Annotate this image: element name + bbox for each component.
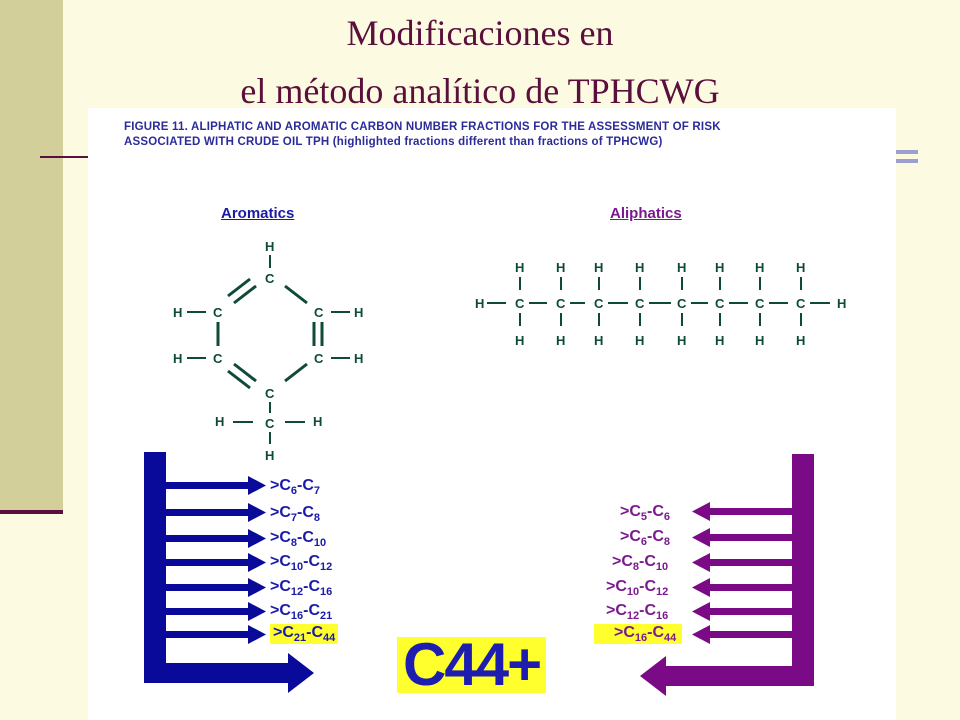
- svg-text:H: H: [635, 260, 644, 275]
- aliphatic-fraction-4: >C10-C12: [606, 578, 669, 599]
- aromatic-structure: H C C C C C C H H H H: [173, 239, 363, 463]
- svg-text:H: H: [715, 260, 724, 275]
- aromatic-fraction-1: >C6-C7: [270, 477, 321, 498]
- aromatics-heading: Aromatics: [221, 205, 295, 222]
- svg-text:H: H: [215, 414, 224, 429]
- svg-text:H: H: [475, 296, 484, 311]
- svg-text:H: H: [594, 333, 603, 348]
- aliphatic-fraction-3: >C8-C10: [612, 553, 669, 574]
- slide-title-line-1: Modificaciones en: [346, 13, 614, 53]
- slide-title-line-2: el método analítico de TPHCWG: [240, 71, 720, 111]
- figure-caption-line-2: ASSOCIATED WITH CRUDE OIL TPH (highlight…: [124, 136, 663, 148]
- svg-text:C: C: [314, 305, 324, 320]
- svg-text:H: H: [677, 333, 686, 348]
- aliphatic-fraction-6-highlighted: >C16-C44: [594, 624, 683, 645]
- svg-text:C: C: [677, 296, 687, 311]
- svg-text:H: H: [796, 333, 805, 348]
- svg-text:C: C: [556, 296, 566, 311]
- svg-text:C: C: [265, 271, 275, 286]
- slide-sidebar-bar: [0, 0, 63, 512]
- svg-text:C: C: [213, 351, 223, 366]
- svg-text:H: H: [173, 305, 182, 320]
- svg-text:C: C: [265, 416, 275, 431]
- aliphatic-arrows: [640, 454, 814, 696]
- svg-text:H: H: [755, 260, 764, 275]
- aromatic-fraction-4: >C10-C12: [270, 553, 333, 574]
- structures-and-arrows: H C C C C C C H H H H: [144, 239, 846, 696]
- svg-text:H: H: [755, 333, 764, 348]
- svg-text:H: H: [354, 351, 363, 366]
- aromatic-fraction-5: >C12-C16: [270, 578, 333, 599]
- svg-text:H: H: [173, 351, 182, 366]
- svg-text:H: H: [515, 333, 524, 348]
- svg-text:H: H: [515, 260, 524, 275]
- svg-text:H: H: [594, 260, 603, 275]
- aliphatic-fraction-1: >C5-C6: [620, 503, 671, 524]
- svg-text:H: H: [715, 333, 724, 348]
- aliphatics-heading: Aliphatics: [610, 205, 682, 222]
- svg-text:C: C: [515, 296, 525, 311]
- svg-text:H: H: [556, 333, 565, 348]
- svg-text:C: C: [314, 351, 324, 366]
- aliphatic-fraction-2: >C6-C8: [620, 528, 671, 549]
- aromatic-arrows: [144, 452, 314, 693]
- svg-text:H: H: [556, 260, 565, 275]
- svg-text:H: H: [635, 333, 644, 348]
- svg-text:C: C: [213, 305, 223, 320]
- aliphatic-fraction-5: >C12-C16: [606, 602, 669, 623]
- svg-text:C: C: [796, 296, 806, 311]
- combined-fraction-label: C44+: [397, 635, 547, 695]
- aliphatic-structure: H H C H H C H H C H H C H H C H H C H H …: [475, 260, 846, 348]
- aromatic-fraction-6: >C16-C21: [270, 602, 333, 623]
- aromatic-fraction-7-highlighted: >C21-C44: [270, 624, 339, 645]
- svg-text:H: H: [265, 448, 274, 463]
- svg-text:H: H: [265, 239, 274, 254]
- svg-text:H: H: [313, 414, 322, 429]
- sidebar-divider: [0, 510, 63, 514]
- svg-text:C: C: [755, 296, 765, 311]
- figure-caption-line-1: FIGURE 11. ALIPHATIC AND AROMATIC CARBON…: [124, 121, 721, 133]
- svg-text:C: C: [265, 386, 275, 401]
- svg-text:C: C: [635, 296, 645, 311]
- svg-text:H: H: [796, 260, 805, 275]
- svg-text:H: H: [677, 260, 686, 275]
- aromatic-fraction-2: >C7-C8: [270, 504, 321, 525]
- svg-text:H: H: [837, 296, 846, 311]
- svg-text:H: H: [354, 305, 363, 320]
- svg-text:C: C: [715, 296, 725, 311]
- title-rule-left: [40, 156, 88, 158]
- title-rule-right: [896, 150, 918, 164]
- figure-panel: FIGURE 11. ALIPHATIC AND AROMATIC CARBON…: [88, 108, 896, 720]
- svg-text:C: C: [594, 296, 604, 311]
- aromatic-fraction-3: >C8-C10: [270, 529, 327, 550]
- figure-caption: FIGURE 11. ALIPHATIC AND AROMATIC CARBON…: [124, 120, 844, 150]
